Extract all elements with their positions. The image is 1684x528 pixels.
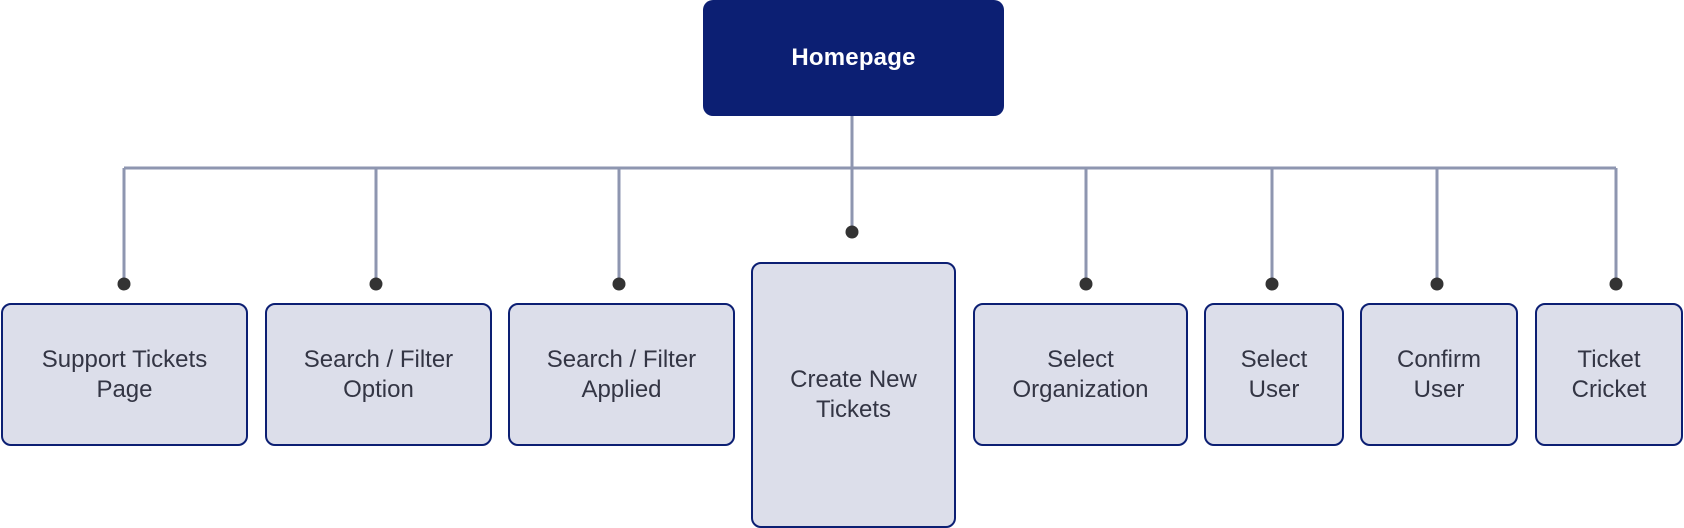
- connector-dot: [117, 277, 131, 291]
- node-search-filter-option[interactable]: Search / Filter Option: [265, 303, 492, 446]
- root-node-homepage[interactable]: Homepage: [703, 0, 1004, 116]
- connector-dot: [1079, 277, 1093, 291]
- node-label: Search / Filter Applied: [546, 345, 697, 403]
- node-select-organization[interactable]: Select Organization: [973, 303, 1188, 446]
- node-label: Select User: [1240, 345, 1308, 403]
- connector-dot: [1265, 277, 1279, 291]
- connector-dot: [1430, 277, 1444, 291]
- node-label: Support Tickets Page: [41, 345, 208, 403]
- node-confirm-user[interactable]: Confirm User: [1360, 303, 1518, 446]
- node-search-filter-applied[interactable]: Search / Filter Applied: [508, 303, 735, 446]
- node-support-tickets-page[interactable]: Support Tickets Page: [1, 303, 248, 446]
- connector-dot: [845, 225, 859, 239]
- node-select-user[interactable]: Select User: [1204, 303, 1344, 446]
- root-node-label: Homepage: [791, 44, 916, 71]
- node-label: Create New Tickets: [790, 366, 917, 423]
- node-ticket-cricket[interactable]: Ticket Cricket: [1535, 303, 1683, 446]
- connector-dot: [1609, 277, 1623, 291]
- connector-dot: [369, 277, 383, 291]
- node-create-new-tickets[interactable]: Create New Tickets: [751, 262, 956, 528]
- connector-dot: [612, 277, 626, 291]
- node-label: Search / Filter Option: [303, 345, 454, 403]
- node-label: Ticket Cricket: [1571, 345, 1647, 403]
- node-label: Select Organization: [1012, 345, 1149, 403]
- node-label: Confirm User: [1396, 345, 1481, 403]
